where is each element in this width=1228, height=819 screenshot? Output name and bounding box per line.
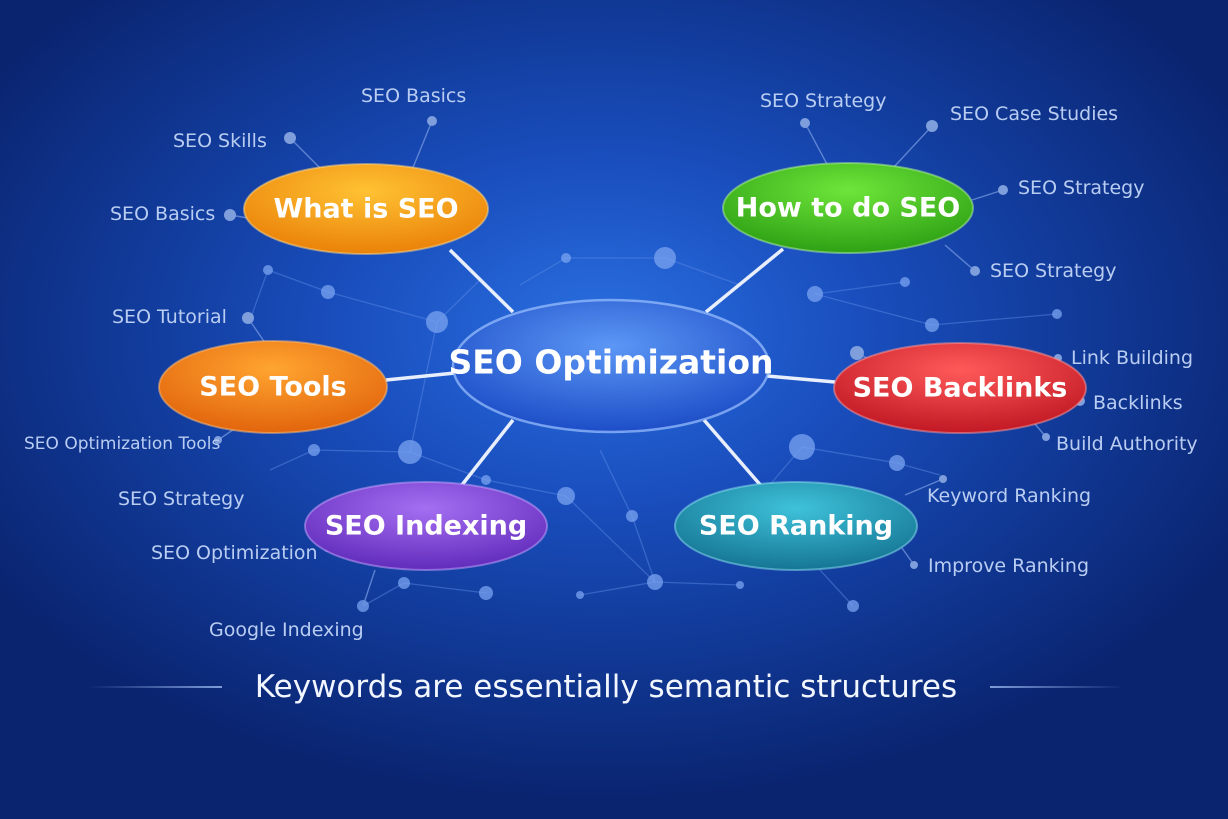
keyword-backlinks: Backlinks — [1093, 392, 1183, 414]
center-node-label: SEO Optimization — [448, 343, 773, 382]
node-label-seo-backlinks: SEO Backlinks — [853, 373, 1068, 404]
node-seo-backlinks[interactable]: SEO Backlinks — [833, 342, 1087, 434]
node-how-to-do-seo[interactable]: How to do SEO — [722, 162, 974, 254]
main-connectors — [385, 247, 836, 492]
keyword-build-authority: Build Authority — [1056, 433, 1198, 455]
node-what-is-seo[interactable]: What is SEO — [243, 163, 489, 255]
node-label-seo-tools: SEO Tools — [199, 372, 347, 403]
keyword-keyword-ranking: Keyword Ranking — [927, 485, 1091, 507]
keyword-seo-basics-top: SEO Basics — [361, 85, 466, 107]
keyword-improve-ranking: Improve Ranking — [928, 555, 1089, 577]
caption-rule-left — [88, 686, 222, 688]
keyword-seo-strategy-top: SEO Strategy — [760, 90, 886, 112]
keyword-seo-strategy-right: SEO Strategy — [1018, 177, 1144, 199]
keyword-seo-optimization-tools: SEO Optimization Tools — [24, 434, 220, 454]
node-label-what-is-seo: What is SEO — [273, 194, 458, 225]
caption-block: Keywords are essentially semantic struct… — [88, 669, 1124, 705]
keyword-seo-case-studies: SEO Case Studies — [950, 103, 1118, 125]
keyword-seo-strategy-left: SEO Strategy — [118, 488, 244, 510]
node-seo-ranking[interactable]: SEO Ranking — [674, 481, 918, 571]
caption-rule-right — [990, 686, 1124, 688]
keyword-link-building: Link Building — [1071, 347, 1193, 369]
node-label-seo-indexing: SEO Indexing — [325, 511, 527, 542]
center-node[interactable]: SEO Optimization — [448, 298, 774, 434]
keyword-google-indexing: Google Indexing — [209, 619, 364, 641]
keyword-seo-skills: SEO Skills — [173, 130, 267, 152]
keyword-seo-basics-left: SEO Basics — [110, 203, 215, 225]
node-seo-indexing[interactable]: SEO Indexing — [304, 481, 548, 571]
keyword-seo-optimization: SEO Optimization — [151, 542, 318, 564]
keyword-seo-strategy-lower: SEO Strategy — [990, 260, 1116, 282]
node-seo-tools[interactable]: SEO Tools — [158, 340, 388, 434]
node-label-how-to-do-seo: How to do SEO — [736, 193, 960, 224]
keyword-seo-tutorial: SEO Tutorial — [112, 306, 227, 328]
node-label-seo-ranking: SEO Ranking — [699, 511, 893, 542]
keyword-labels: SEO Basics SEO Skills SEO Basics SEO Str… — [24, 85, 1198, 641]
caption: Keywords are essentially semantic struct… — [255, 669, 957, 705]
